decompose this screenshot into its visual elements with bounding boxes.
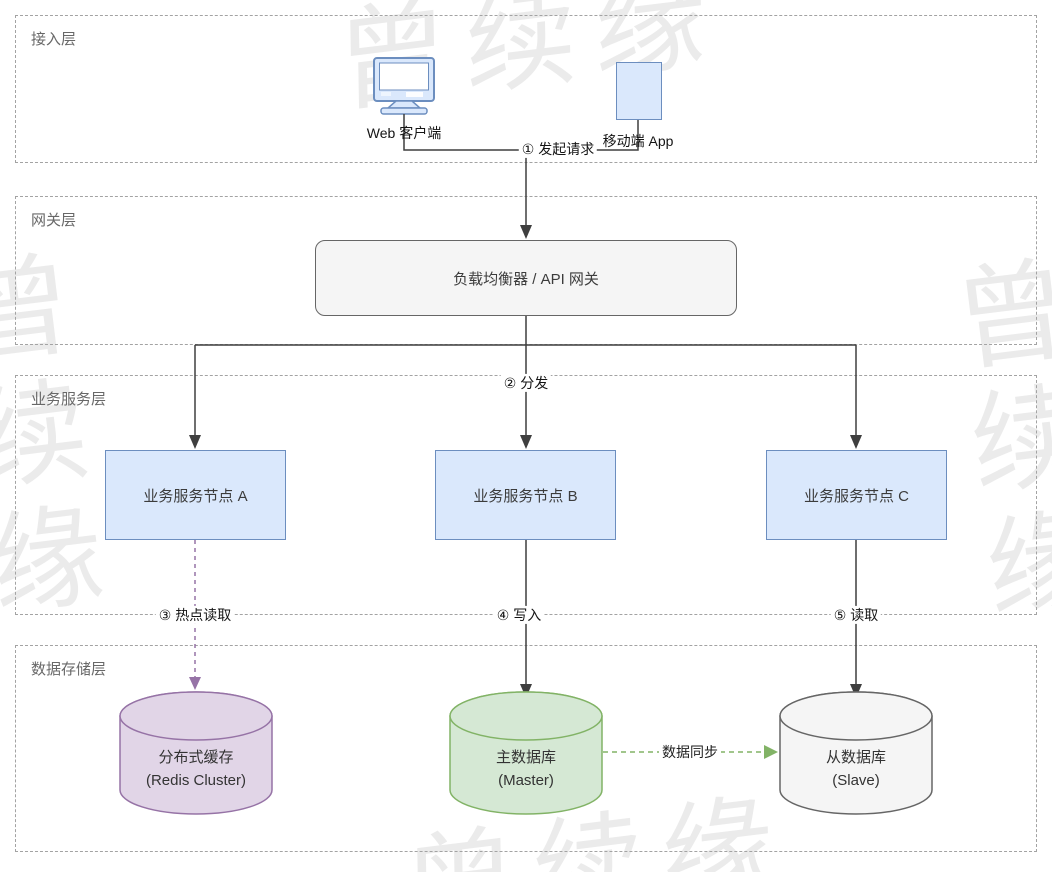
cylinder-cache [119, 691, 273, 815]
mobile-app-label: 移动端 App [602, 132, 674, 149]
layer-access-label: 接入层 [31, 31, 77, 48]
node-service-c: 业务服务节点 C [766, 450, 947, 540]
layer-service-label: 业务服务层 [31, 391, 107, 408]
master-db-sublabel: (Master) [498, 772, 554, 790]
edge-web-to-junction [403, 114, 525, 151]
web-client-label: Web 客户端 [366, 124, 442, 141]
cache-sublabel: (Redis Cluster) [145, 772, 247, 790]
master-db-caption: 主数据库 (Master) [441, 746, 611, 793]
slave-db-caption: 从数据库 (Slave) [771, 746, 941, 793]
node-service-b: 业务服务节点 B [435, 450, 616, 540]
slave-db-label: 从数据库 [825, 749, 886, 766]
node-service-b-label: 业务服务节点 B [473, 487, 578, 505]
cache-caption: 分布式缓存 (Redis Cluster) [111, 746, 281, 793]
desktop-computer-icon [373, 57, 435, 115]
node-service-a: 业务服务节点 A [105, 450, 286, 540]
cylinder-slave-db [779, 691, 933, 815]
edge-label-hot-read: ③ 热点读取 [155, 605, 235, 625]
master-db-label: 主数据库 [495, 749, 556, 766]
slave-db-sublabel: (Slave) [832, 772, 880, 790]
edge-label-sync: 数据同步 [659, 742, 721, 762]
cylinder-master-db [449, 691, 603, 815]
cache-label: 分布式缓存 [158, 749, 234, 766]
edge-label-dispatch: ② 分发 [500, 373, 552, 393]
node-gateway: 负载均衡器 / API 网关 [315, 240, 737, 316]
mobile-phone-icon [616, 62, 662, 120]
edge-label-read: ⑤ 读取 [830, 605, 882, 625]
edge-label-request: ① 发起请求 [518, 139, 598, 159]
node-service-a-label: 业务服务节点 A [143, 487, 248, 505]
node-service-c-label: 业务服务节点 C [803, 487, 909, 505]
layer-storage-label: 数据存储层 [31, 661, 107, 678]
edge-label-write: ④ 写入 [493, 605, 545, 625]
layer-gateway-label: 网关层 [31, 212, 77, 229]
node-gateway-label: 负载均衡器 / API 网关 [453, 270, 599, 288]
